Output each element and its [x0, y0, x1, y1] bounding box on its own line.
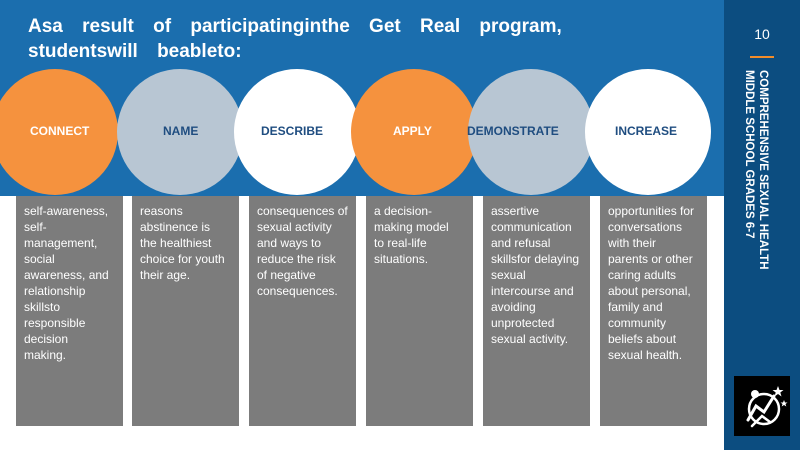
objective-column-5 — [483, 196, 590, 426]
verb-apply: APPLY — [393, 124, 432, 138]
objective-text-3: consequences of sexual activity and ways… — [257, 204, 348, 298]
course-title-line-1: COMPREHENSIVE SEXUAL HEALTH — [757, 70, 769, 270]
circle-describe — [234, 69, 360, 195]
orange-accent-line — [750, 56, 774, 58]
objective-text-1: self-awareness, self-management, social … — [24, 204, 109, 362]
circle-apply — [351, 69, 477, 195]
objective-column-2 — [132, 196, 239, 426]
verb-increase: INCREASE — [615, 124, 678, 138]
objective-text-5: assertive communication and refusal skil… — [491, 204, 580, 346]
headline-line-2: studentswill beableto: — [28, 41, 242, 62]
course-title-vertical: COMPREHENSIVE SEXUAL HEALTH MIDDLE SCHOO… — [742, 70, 770, 270]
right-sidebar: 10 COMPREHENSIVE SEXUAL HEALTH MIDDLE SC… — [724, 0, 800, 450]
circle-increase — [585, 69, 711, 195]
slide-headline: Asa result of participatinginthe Get Rea… — [28, 14, 708, 64]
objective-column-3 — [249, 196, 356, 426]
circle-name — [117, 69, 243, 195]
objective-column-1 — [16, 196, 123, 426]
figures-stars-logo-icon — [734, 376, 790, 436]
objective-text-4: a decision-making model to real-life sit… — [374, 204, 449, 266]
objective-column-4 — [366, 196, 473, 426]
objective-column-6 — [600, 196, 707, 426]
verb-name: NAME — [163, 124, 199, 138]
verb-connect: CONNECT — [30, 124, 90, 138]
slide-number: 10 — [754, 26, 770, 42]
circle-connect — [0, 69, 118, 195]
headline-line-1: Asa result of participatinginthe Get Rea… — [28, 16, 562, 37]
verb-describe: DESCRIBE — [261, 124, 324, 138]
course-title-line-2: MIDDLE SCHOOL GRADES 6-7 — [743, 70, 755, 239]
verb-demonstrate: DEMONSTRATE — [467, 124, 559, 138]
objective-text-6: opportunities for conversations with the… — [608, 204, 695, 362]
circle-demonstrate — [468, 69, 594, 195]
objective-text-2: reasons abstinence is the healthiest cho… — [140, 204, 225, 282]
